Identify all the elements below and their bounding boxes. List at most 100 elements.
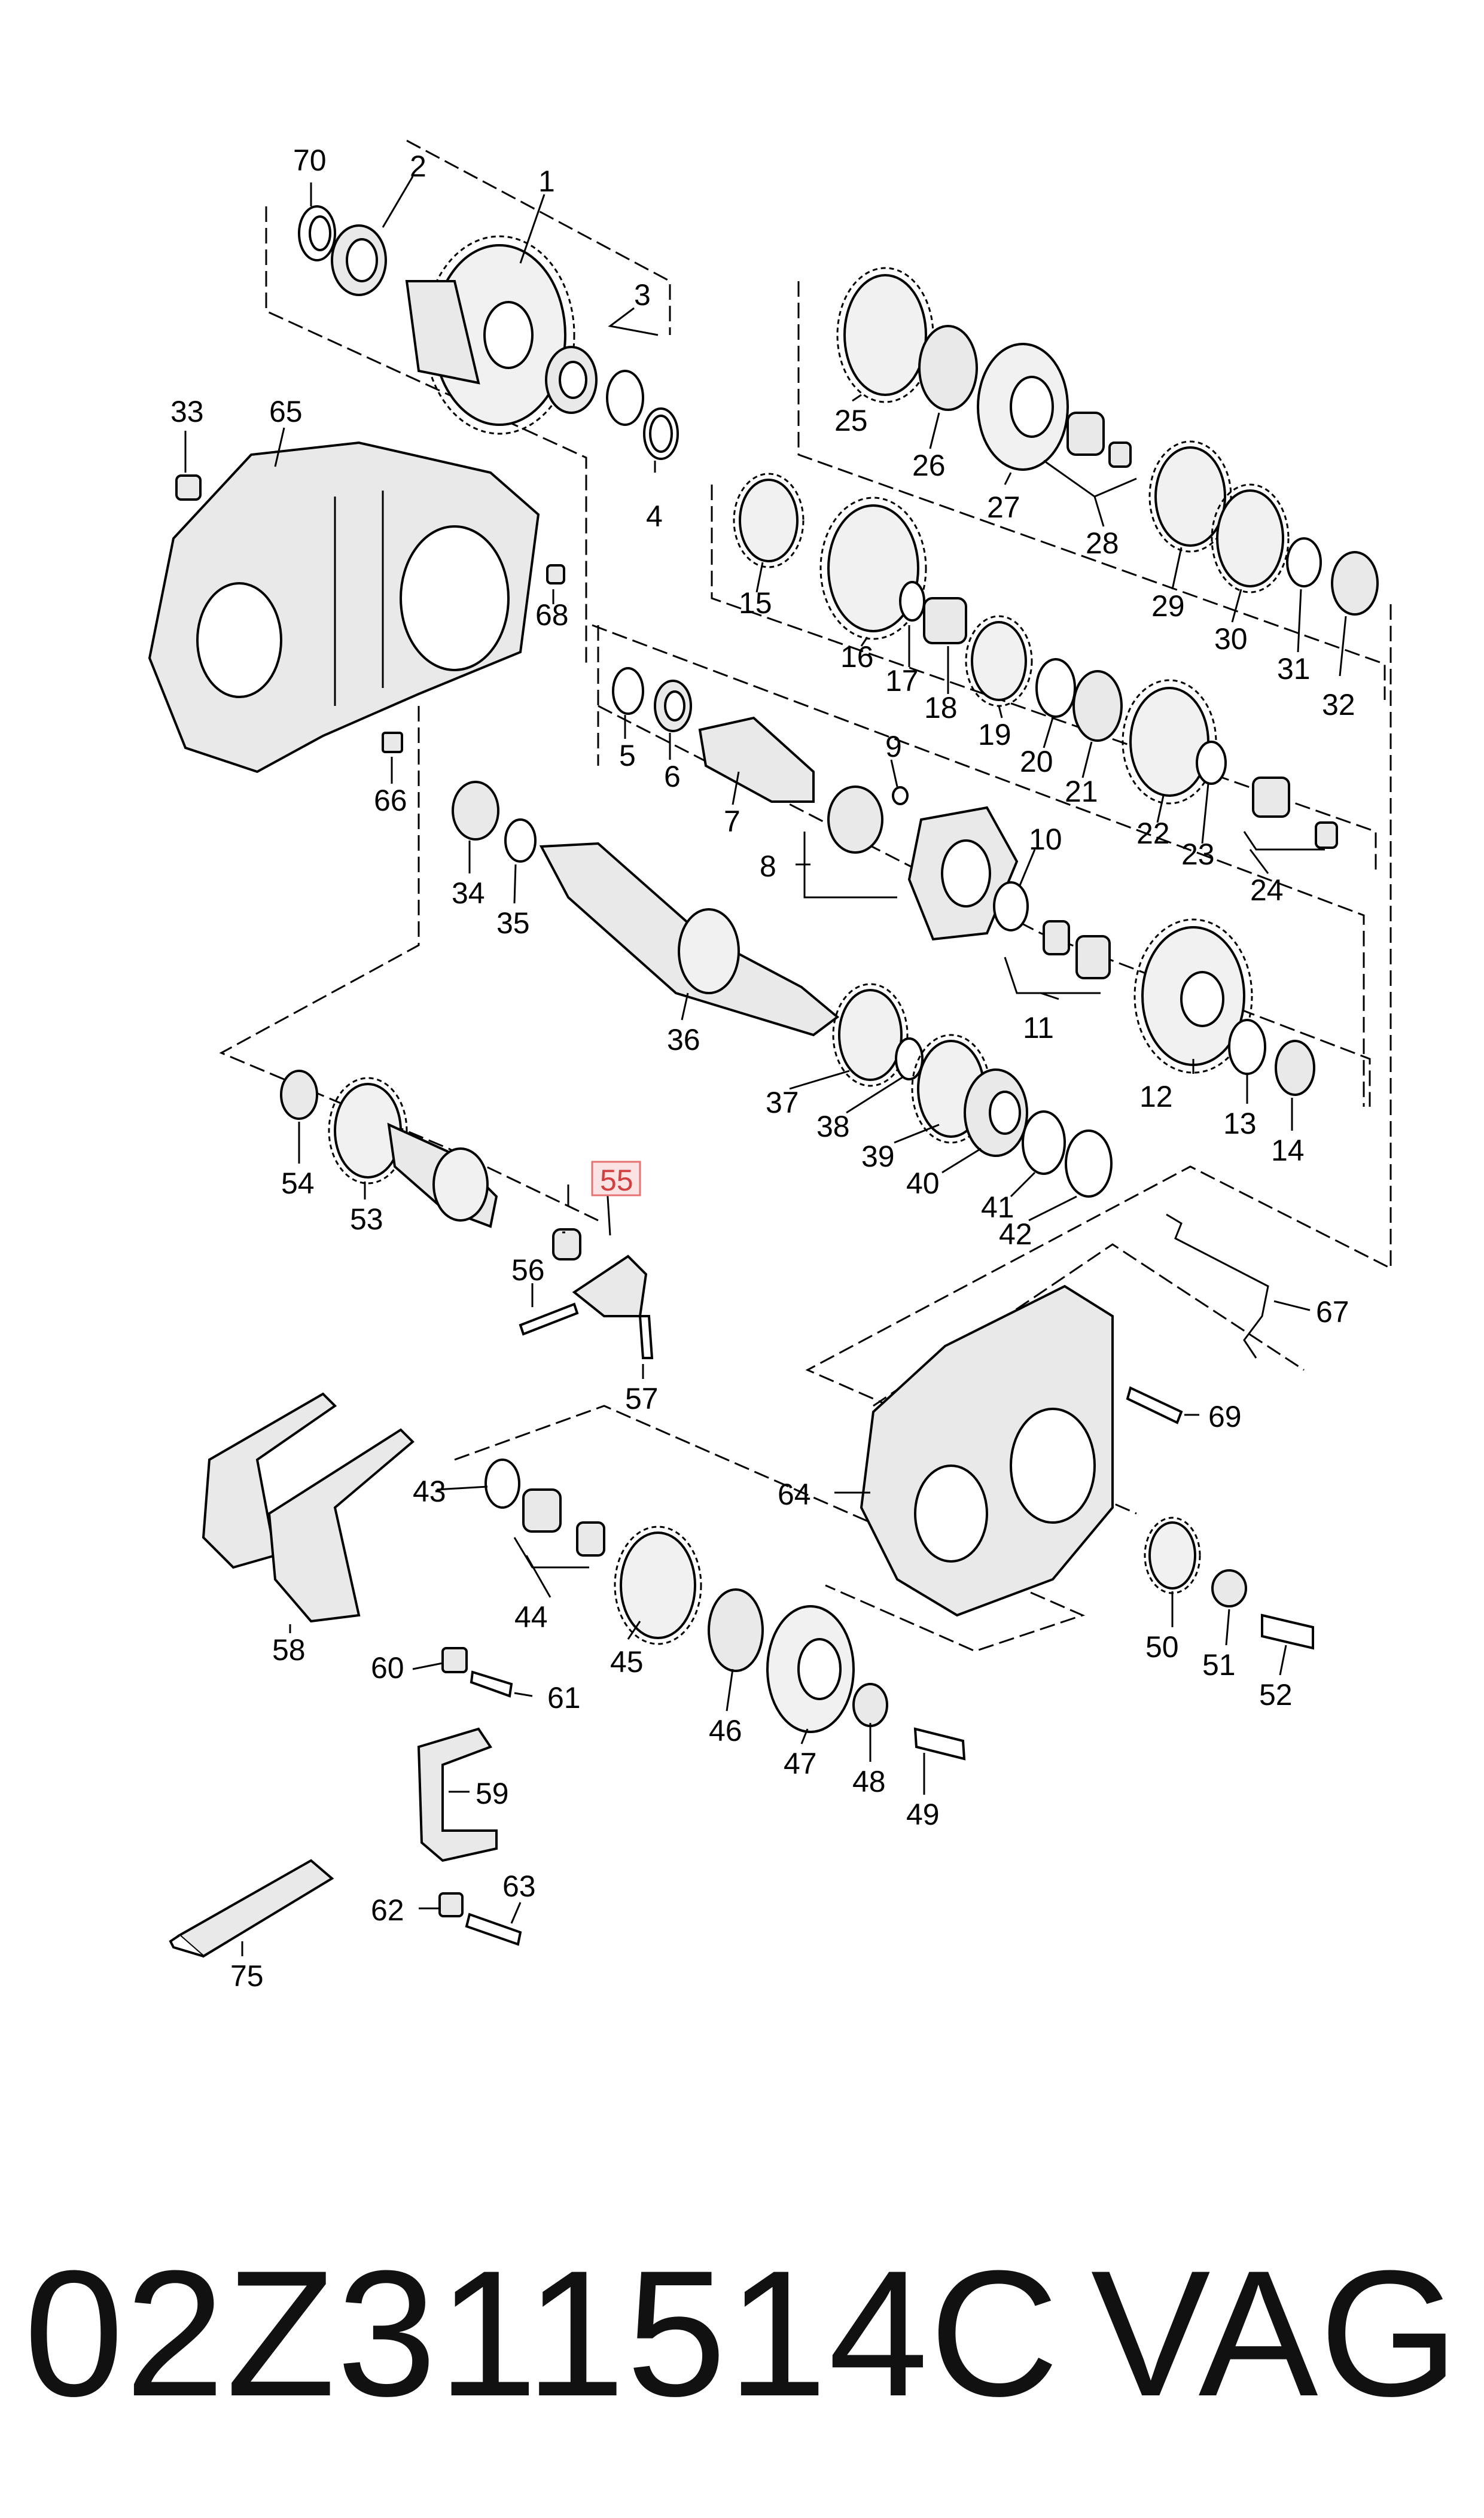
part-45-gear	[614, 1526, 702, 1645]
callout-30: 30	[1214, 622, 1248, 656]
part-60-clip	[441, 1647, 468, 1673]
part-27-sleeve	[977, 343, 1069, 471]
part-68-sleeve	[546, 564, 565, 584]
callout-46: 46	[709, 1714, 742, 1747]
part-2-bearing	[331, 224, 387, 296]
part-36-mainshaft	[539, 842, 840, 1037]
callout-21: 21	[1065, 775, 1098, 808]
callout-52: 52	[1259, 1678, 1293, 1712]
part-9-bolt	[892, 786, 909, 805]
callout-31: 31	[1277, 652, 1311, 686]
callout-69: 69	[1208, 1400, 1242, 1433]
callout-26: 26	[912, 449, 946, 482]
part-21-synchro	[1072, 670, 1123, 742]
callout-32: 32	[1322, 688, 1355, 721]
callout-60: 60	[371, 1651, 404, 1685]
callout-5: 5	[619, 739, 636, 772]
callout-68: 68	[535, 598, 569, 632]
callout-75: 75	[230, 1959, 264, 1993]
part-26-synchro	[918, 325, 978, 411]
part-17-circlip	[899, 581, 925, 622]
part-37-gear	[832, 983, 909, 1087]
part-70-seal	[298, 205, 336, 261]
callout-4: 4	[646, 500, 663, 533]
callout-12: 12	[1139, 1080, 1173, 1113]
callout-17: 17	[885, 664, 919, 698]
callout-7: 7	[724, 805, 741, 838]
part-8-flange	[827, 785, 1019, 941]
callout-37: 37	[766, 1086, 799, 1119]
part-13-ring	[1228, 1019, 1266, 1075]
callout-9: 9	[885, 730, 902, 763]
part-28-bearings	[1066, 412, 1132, 468]
part-50-gear	[1144, 1517, 1201, 1594]
part-65-housing	[148, 441, 540, 774]
part-69-bolt	[1126, 1386, 1183, 1424]
callout-65: 65	[269, 395, 303, 428]
part-54-bearing	[280, 1070, 318, 1120]
callout-6: 6	[664, 760, 681, 793]
callout-13: 13	[1223, 1107, 1257, 1140]
part-24-bearing	[1252, 777, 1338, 849]
callout-54: 54	[281, 1167, 315, 1200]
callout-25: 25	[834, 404, 868, 437]
callout-51: 51	[1202, 1648, 1236, 1682]
callout-19: 19	[978, 718, 1011, 751]
part-11-bearing	[1043, 920, 1111, 979]
callout-61: 61	[547, 1681, 581, 1715]
callout-57: 57	[625, 1382, 659, 1415]
callout-62: 62	[371, 1893, 404, 1927]
part-62-clip	[438, 1892, 464, 1917]
part-3-bearings	[545, 346, 644, 426]
footer-bar: 02Z311514C VAG	[0, 2213, 1484, 2453]
part-75-tube	[169, 1859, 334, 1958]
callout-59: 59	[476, 1777, 509, 1810]
part-48-washer	[852, 1683, 888, 1727]
callout-39: 39	[861, 1140, 895, 1173]
part-number: 02Z311514C	[24, 2233, 1061, 2434]
callout-66: 66	[374, 784, 407, 817]
part-29-gear	[1148, 440, 1232, 553]
part-16-gear	[819, 497, 927, 640]
part-4-ring	[643, 407, 679, 460]
callout-47: 47	[784, 1747, 817, 1780]
callout-11: 11	[1023, 1011, 1054, 1045]
part-42-circlip	[1065, 1129, 1113, 1198]
callout-36: 36	[667, 1023, 700, 1056]
part-63-bolt	[465, 1913, 522, 1946]
brand-name: VAG	[1090, 2233, 1460, 2434]
callout-63: 63	[502, 1870, 536, 1903]
callout-29: 29	[1151, 589, 1185, 623]
callout-2: 2	[410, 150, 426, 183]
callout-10: 10	[1029, 823, 1062, 856]
callout-labels: 70 2 1 3 4 33 65 68 66 5 6 7 9 8 10 11 1…	[170, 144, 1355, 1993]
part-57-screw	[638, 1315, 654, 1359]
part-6-bearing	[654, 680, 692, 732]
part-46-synchro	[708, 1588, 764, 1672]
callout-16: 16	[840, 640, 874, 674]
exploded-parts-diagram: 70 2 1 3 4 33 65 68 66 5 6 7 9 8 10 11 1…	[148, 139, 1392, 1993]
part-5-seal	[612, 667, 644, 715]
callout-42: 42	[999, 1217, 1032, 1251]
part-49-bolt	[913, 1727, 966, 1761]
callout-70: 70	[293, 144, 327, 177]
callout-49: 49	[906, 1798, 940, 1831]
part-38-ring	[895, 1037, 924, 1080]
callout-43: 43	[413, 1475, 446, 1508]
part-1-differential	[405, 235, 575, 435]
part-20-ring	[1035, 658, 1076, 718]
callout-50: 50	[1145, 1630, 1179, 1664]
callout-55-highlight	[591, 1161, 641, 1196]
part-30-gear	[1211, 483, 1290, 593]
callout-35: 35	[496, 906, 530, 940]
part-53-reverse-shaft	[328, 1077, 498, 1228]
callout-55: 55	[600, 1164, 633, 1197]
assembly-guide-lines	[219, 139, 1392, 1652]
callout-53: 53	[350, 1202, 383, 1236]
part-19-gear	[965, 615, 1033, 707]
callout-27: 27	[987, 491, 1020, 524]
callout-34: 34	[452, 876, 485, 910]
callout-40: 40	[906, 1167, 940, 1200]
callout-56: 56	[511, 1253, 545, 1287]
part-47-sleeve	[766, 1605, 855, 1733]
